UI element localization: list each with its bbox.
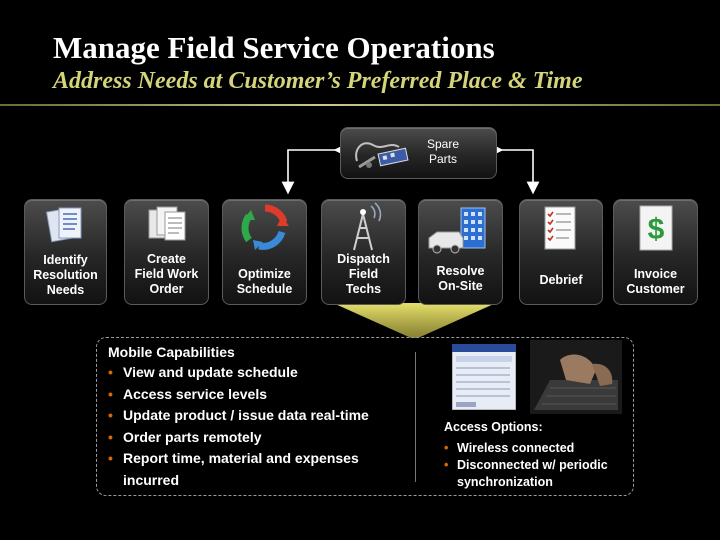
mobile-panel	[96, 337, 634, 496]
spare-parts-arrow-right	[490, 143, 540, 195]
documents-icon	[45, 207, 82, 243]
mobile-capabilities-list: •View and update schedule •Access servic…	[108, 362, 418, 492]
spare-parts-label: Spare Parts	[426, 137, 460, 166]
step-invoice-label: Invoice Customer	[626, 267, 685, 296]
list-item: •Update product / issue data real-time	[108, 407, 369, 424]
access-options-title: Access Options:	[444, 420, 543, 434]
mobile-capabilities-title: Mobile Capabilities	[108, 344, 235, 360]
step-identify-label: Identify Resolution Needs	[33, 253, 98, 297]
building-van-icon	[428, 207, 486, 254]
step-optimize: Optimize Schedule	[222, 199, 307, 305]
step-create-label: Create Field Work Order	[134, 252, 199, 296]
step-identify: Identify Resolution Needs	[24, 199, 107, 305]
laptop-typing-icon	[530, 340, 622, 414]
svg-text:$: $	[648, 213, 665, 246]
list-item: •Wireless connected	[444, 441, 575, 455]
cable-parts-icon	[355, 142, 409, 169]
page-title: Manage Field Service Operations	[53, 30, 495, 65]
step-resolve-label: Resolve On-Site	[436, 264, 485, 293]
forms-icon	[148, 206, 186, 241]
step-create: Create Field Work Order	[124, 199, 209, 305]
spare-parts-arrow-left	[281, 143, 347, 195]
radio-tower-icon	[353, 202, 382, 251]
list-item: •Access service levels	[108, 385, 268, 402]
access-options-list: •Wireless connected •Disconnected w/ per…	[444, 440, 634, 491]
step-invoice: $ Invoice Customer	[613, 199, 698, 305]
pda-screen-icon	[452, 344, 516, 410]
step-dispatch-label: Dispatch Field Techs	[337, 252, 390, 296]
checklist-icon	[544, 206, 576, 250]
invoice-dollar-icon: $	[639, 205, 673, 251]
spare-parts-box	[340, 127, 497, 179]
list-item: •Disconnected w/ periodic synchronizatio…	[444, 458, 608, 489]
list-item: •Report time, material and expenses incu…	[108, 450, 359, 488]
step-debrief: Debrief	[519, 199, 603, 305]
step-resolve: Resolve On-Site	[418, 199, 503, 305]
panel-divider	[415, 352, 416, 482]
cycle-arrows-icon	[241, 204, 289, 250]
list-item: •View and update schedule	[108, 364, 298, 380]
step-optimize-label: Optimize Schedule	[236, 267, 293, 296]
step-debrief-label: Debrief	[539, 273, 583, 287]
title-underline	[0, 104, 720, 106]
step-dispatch: Dispatch Field Techs	[321, 199, 406, 305]
page-subtitle: Address Needs at Customer’s Preferred Pl…	[53, 68, 583, 94]
list-item: •Order parts remotely	[108, 428, 262, 445]
mobile-funnel	[333, 303, 496, 338]
